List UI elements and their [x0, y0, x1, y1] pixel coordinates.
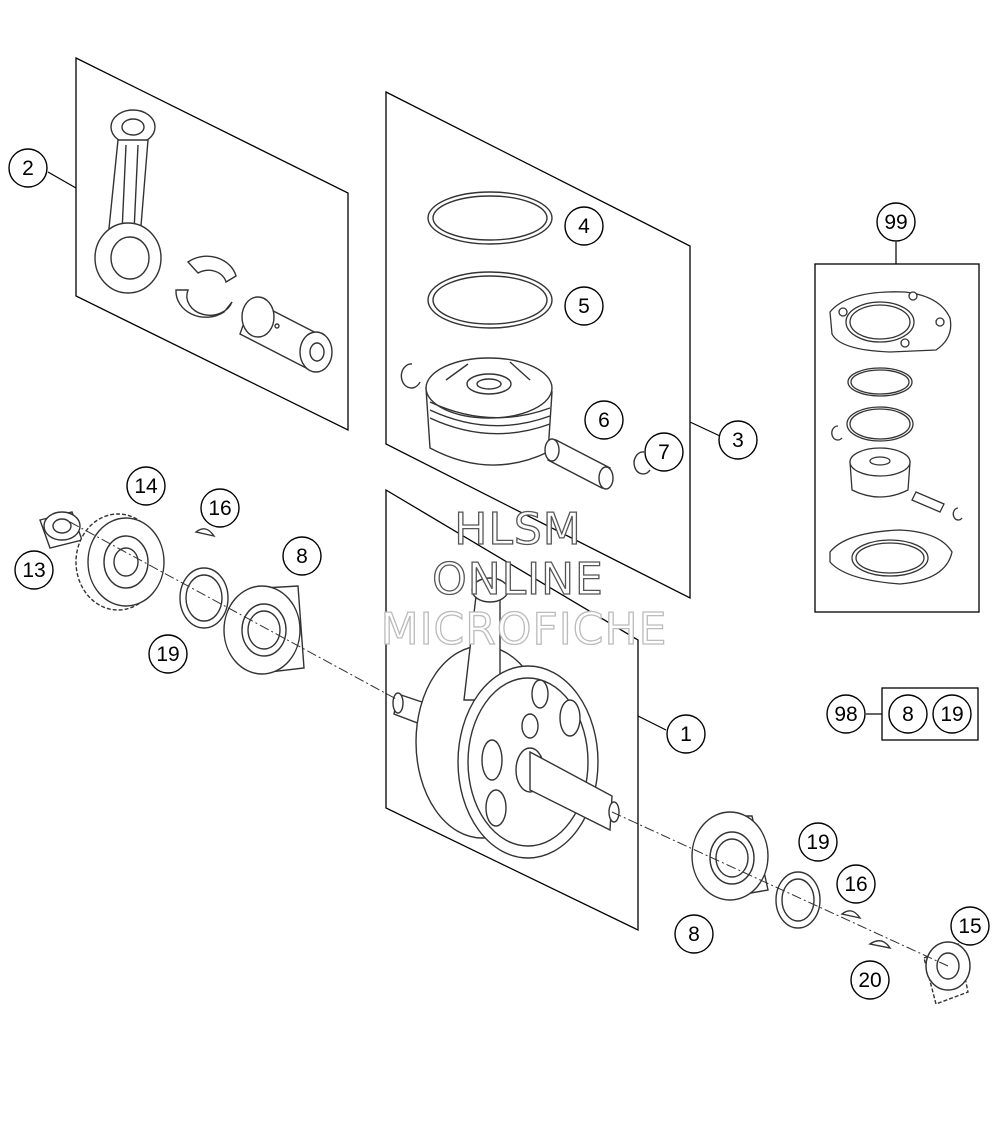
watermark-line-2: ONLINE: [432, 554, 604, 605]
callout-3[interactable]: 3: [718, 420, 758, 460]
callout-19-left[interactable]: 19: [148, 634, 188, 674]
svg-text:13: 13: [22, 559, 45, 582]
woodruff-key-16-right-illustration: [840, 910, 862, 920]
callouts: 2 4 5 6 7 3 99 14: [8, 148, 990, 1000]
callout-4[interactable]: 4: [564, 206, 604, 246]
svg-text:19: 19: [940, 703, 963, 726]
callout-15[interactable]: 15: [950, 906, 990, 946]
svg-text:8: 8: [688, 923, 700, 946]
svg-text:99: 99: [884, 211, 907, 234]
svg-text:8: 8: [902, 703, 914, 726]
callout-98-item-19[interactable]: 19: [932, 694, 972, 734]
svg-text:19: 19: [156, 643, 179, 666]
callout-8-left[interactable]: 8: [282, 536, 322, 576]
callout-6[interactable]: 6: [584, 400, 624, 440]
base-gasket-illustration: [829, 529, 953, 585]
watermark-line-3: MICROFICHE: [381, 604, 668, 655]
callout-16-right[interactable]: 16: [836, 864, 876, 904]
wrist-pin-illustration: [544, 438, 614, 490]
callout-99[interactable]: 99: [876, 202, 916, 242]
woodruff-key-16-left-illustration: [194, 528, 216, 538]
piston-kit-panel: [385, 90, 691, 600]
kit-piston-illustration: [831, 425, 963, 521]
bearing-8-left-illustration: [223, 585, 305, 675]
connecting-rod-illustration: [94, 109, 162, 294]
svg-text:4: 4: [578, 215, 590, 238]
svg-text:3: 3: [732, 429, 744, 452]
piston-pin-illustration: [239, 296, 333, 373]
svg-text:5: 5: [578, 295, 590, 318]
svg-text:16: 16: [208, 497, 231, 520]
svg-text:16: 16: [844, 873, 867, 896]
svg-text:2: 2: [22, 157, 34, 180]
svg-text:15: 15: [958, 915, 981, 938]
con-rod-bearing-illustration: [175, 255, 237, 318]
nut-13-illustration: [39, 511, 83, 549]
piston-ring-second-illustration: [427, 271, 553, 329]
callout-7[interactable]: 7: [644, 432, 684, 472]
callout-98[interactable]: 98: [826, 694, 866, 734]
primary-gear-14-illustration: [75, 513, 165, 611]
svg-text:20: 20: [858, 969, 881, 992]
bearing-8-right-illustration: [691, 811, 769, 901]
callout-98-item-8[interactable]: 8: [888, 694, 928, 734]
callout-2[interactable]: 2: [8, 148, 48, 188]
watermark: HLSM ONLINE MICROFICHE: [380, 503, 668, 655]
kit-rings-illustration: [846, 367, 914, 442]
crankshaft-illustration: [392, 577, 620, 859]
callout-1[interactable]: 1: [666, 714, 706, 754]
svg-text:1: 1: [680, 723, 692, 746]
piston-illustration: [425, 357, 553, 466]
callout-14[interactable]: 14: [126, 466, 166, 506]
head-gasket-illustration: [829, 291, 952, 353]
assembly-axis-lines: [69, 521, 949, 967]
callout-19-right[interactable]: 19: [798, 822, 838, 862]
piston-ring-top-illustration: [427, 191, 553, 245]
seal-ring-19-right-illustration: [775, 871, 821, 929]
seal-ring-19-left-illustration: [179, 567, 229, 629]
svg-text:14: 14: [134, 475, 158, 498]
piston-pin-clip-left-illustration: [400, 363, 421, 389]
woodruff-key-20-illustration: [868, 940, 892, 950]
svg-text:7: 7: [658, 441, 670, 464]
gear-15-illustration: [923, 941, 971, 1005]
svg-text:6: 6: [598, 409, 610, 432]
leader-lines: [47, 171, 897, 731]
svg-text:8: 8: [296, 545, 308, 568]
callout-8-right[interactable]: 8: [674, 914, 714, 954]
callout-5[interactable]: 5: [564, 286, 604, 326]
callout-20[interactable]: 20: [850, 960, 890, 1000]
piston-pin-clip-right-illustration: [633, 451, 651, 475]
callout-13[interactable]: 13: [14, 550, 54, 590]
svg-text:19: 19: [806, 831, 829, 854]
callout-16-left[interactable]: 16: [200, 488, 240, 528]
svg-text:98: 98: [834, 703, 857, 726]
watermark-line-1: HLSM: [454, 504, 582, 555]
